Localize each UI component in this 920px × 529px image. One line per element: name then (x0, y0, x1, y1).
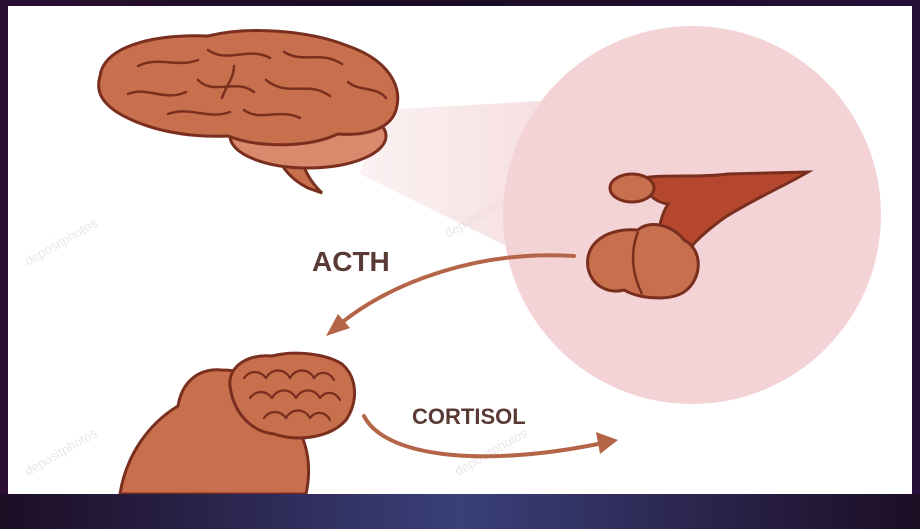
hypothalamus-bulb (610, 174, 654, 202)
adrenal-kidney-illustration (120, 353, 355, 494)
cortisol-arrowhead (596, 432, 618, 454)
brain-illustration (99, 31, 398, 193)
cortisol-label: CORTISOL (412, 404, 526, 429)
watermark-text: depositphotos (452, 425, 530, 479)
hpa-axis-diagram: depositphotos depositphotos depositphoto… (8, 6, 912, 494)
illustration-panel: depositphotos depositphotos depositphoto… (8, 6, 912, 494)
slide-bottom-bar (0, 494, 920, 529)
pituitary-body (588, 225, 699, 298)
watermark-text: depositphotos (22, 425, 100, 479)
watermark-text: depositphotos (22, 215, 100, 269)
acth-label: ACTH (312, 246, 390, 277)
